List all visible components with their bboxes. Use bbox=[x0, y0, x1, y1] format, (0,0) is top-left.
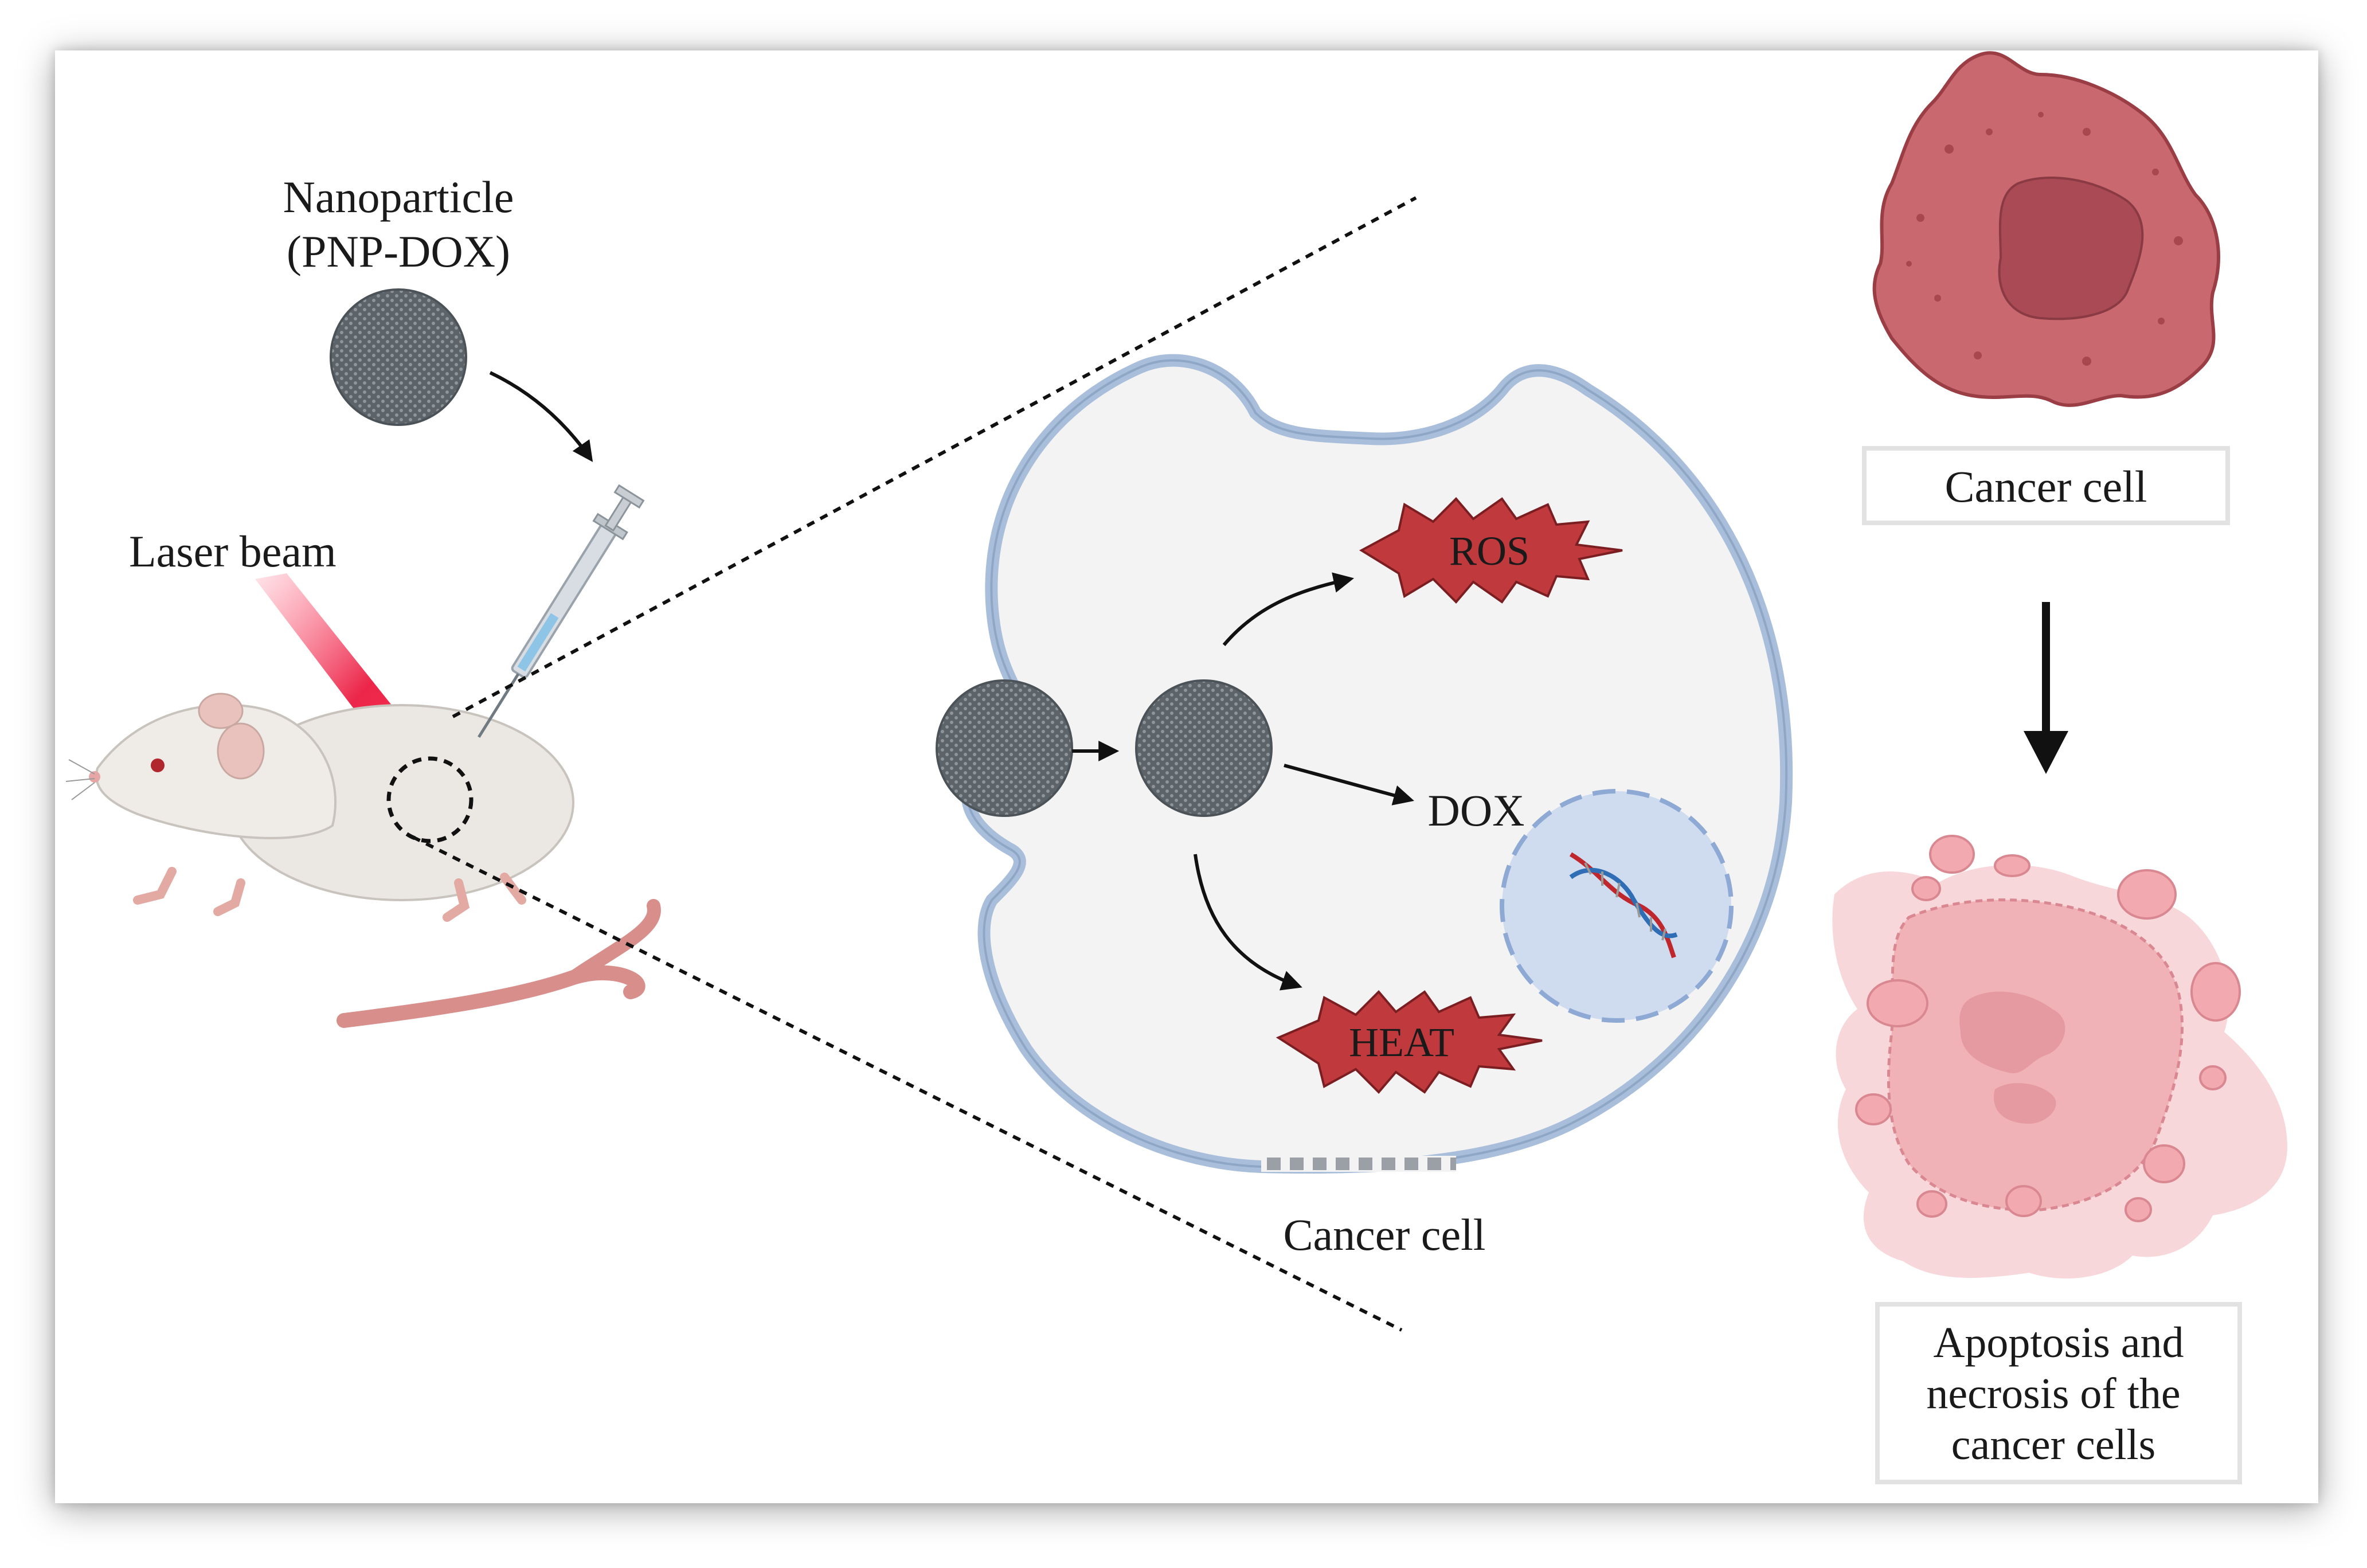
zoom-line-bottom bbox=[412, 835, 1403, 1332]
mouse-icon bbox=[65, 693, 661, 1028]
nanoparticle-icon bbox=[330, 288, 467, 426]
heat-arrow bbox=[1194, 854, 1302, 991]
dox-arrow bbox=[1284, 764, 1414, 805]
nucleus-icon bbox=[1500, 789, 1734, 1023]
ros-burst-icon bbox=[1359, 497, 1623, 604]
cancer-cell-center-label: Cancer cell bbox=[1284, 1210, 1486, 1260]
injection-arrow bbox=[489, 371, 593, 462]
cancer-cell-dead-icon bbox=[1832, 835, 2287, 1278]
cancer-cell-nucleus-icon bbox=[1998, 177, 2144, 320]
laser-beam-label: Laser beam bbox=[129, 526, 337, 576]
cancer-cell-box-label: Cancer cell bbox=[1945, 462, 2147, 511]
apoptosis-label-line3: cancer cells bbox=[1951, 1421, 2156, 1469]
nanoparticle-internalized-icon bbox=[1135, 679, 1273, 817]
transition-arrow-head bbox=[2024, 731, 2068, 774]
heat-burst-icon bbox=[1276, 990, 1543, 1094]
cancer-cell-granules bbox=[1906, 112, 2183, 366]
apoptosis-label-line2: necrosis of the bbox=[1926, 1370, 2180, 1418]
injection-site-marker bbox=[386, 756, 474, 843]
nanoparticle-label-line1: Nanoparticle bbox=[283, 172, 514, 222]
ros-arrow bbox=[1222, 572, 1355, 646]
zoom-line-top bbox=[452, 196, 1417, 718]
cancer-cell-label-box bbox=[1862, 446, 2230, 525]
dna-icon bbox=[1569, 852, 1678, 959]
apoptosis-label-box bbox=[1875, 1302, 2242, 1484]
heat-label: HEAT bbox=[1349, 1019, 1454, 1065]
nanoparticle-label: Nanoparticle (PNP-DOX) bbox=[283, 172, 514, 276]
syringe-icon bbox=[478, 484, 645, 738]
apoptosis-label-line1: Apoptosis and bbox=[1934, 1319, 2184, 1367]
nanoparticle-entering-icon bbox=[936, 679, 1073, 817]
dox-label: DOX bbox=[1428, 785, 1525, 835]
nanoparticle-label-line2: (PNP-DOX) bbox=[287, 226, 510, 276]
ros-label: ROS bbox=[1449, 528, 1529, 574]
